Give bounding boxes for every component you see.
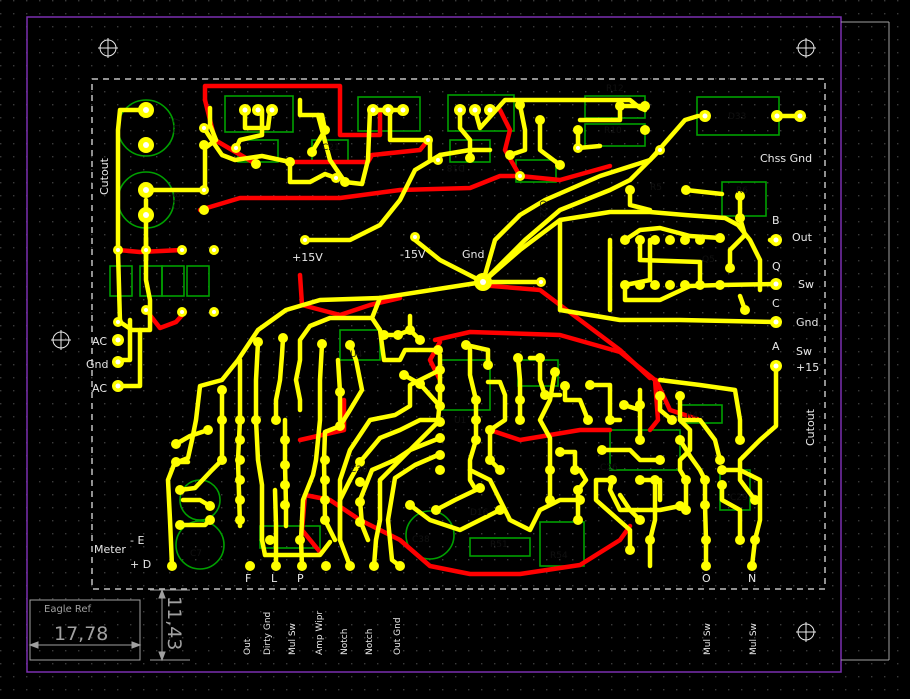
ref-designator: C22: [537, 200, 547, 218]
label-a: A: [772, 340, 780, 353]
ref-designator: C29: [730, 493, 748, 503]
ref-designator: C30: [350, 465, 368, 475]
ref-designator: C21: [322, 143, 340, 153]
drill-holes: [115, 107, 803, 389]
ref-designator: C7: [190, 549, 202, 559]
connector-label: Out Gnd: [393, 617, 403, 655]
ref-designator: R12: [606, 84, 624, 94]
label-bottom-n: N: [748, 572, 756, 585]
label-plus15v: +15V: [292, 251, 323, 264]
dimension-annotations: [28, 588, 190, 662]
bottom-connector-labels: Out Dirty Gnd Mul Sw Amp Wipr Notch Notch Out …: [243, 611, 403, 655]
label-c: C: [772, 297, 780, 310]
label-bottom-p: P: [297, 572, 304, 585]
label-gnd-left: Gnd: [86, 358, 108, 371]
label-q: Q: [772, 260, 781, 273]
mounting-hole-icon: [98, 38, 118, 58]
silkscreen-labels: Cutout Cutout Chss Gnd +15V -15V Gnd AC …: [86, 152, 819, 585]
label-bottom-l: L: [271, 572, 278, 585]
label-chassis-gnd: Chss Gnd: [760, 152, 812, 165]
connector-label: Dirty Gnd: [263, 612, 273, 655]
ref-designator: C18: [173, 192, 183, 210]
ref-designator: R51: [490, 540, 508, 550]
label-ac-top: AC: [92, 335, 107, 348]
label-meter: Meter: [94, 543, 126, 556]
label-b: B: [772, 214, 780, 227]
label-dim-vertical: 11,43: [163, 596, 185, 650]
ref-designator: Q5: [702, 255, 715, 265]
label-gnd-center: Gnd: [462, 248, 484, 261]
board-outline: [26, 16, 842, 673]
ref-designator: D33: [728, 112, 746, 122]
connector-label: Notch: [340, 629, 350, 655]
connector-label: Mul Sw: [749, 623, 759, 655]
keepout-area: [91, 78, 826, 590]
connector-label: Amp Wipr: [315, 611, 325, 655]
ref-designator: R10: [604, 126, 622, 136]
label-bottom-o: O: [702, 572, 711, 585]
connector-label: Out: [243, 638, 253, 655]
ref-designator: C26: [600, 463, 618, 473]
mounting-hole-icon: [51, 330, 71, 350]
bottom-layer-traces: [115, 97, 803, 569]
mounting-hole-icon: [796, 38, 816, 58]
label-meter-minus: - E: [130, 534, 144, 547]
label-meter-plus: + D: [130, 558, 151, 571]
ref-designator: C17: [173, 117, 183, 135]
mounting-hole-icon: [796, 622, 816, 642]
ref-designator: C38: [412, 535, 430, 545]
label-eagle-ref: Eagle Ref: [44, 604, 92, 615]
ref-designator: R6: [736, 186, 748, 196]
label-gnd-right: Gnd: [796, 316, 818, 329]
dimension-text: Eagle Ref 17,78 11,43: [44, 596, 185, 650]
bottom-right-connector-labels: Mul Sw Mul Sw: [703, 623, 759, 655]
label-bottom-f: F: [245, 572, 251, 585]
label-cutout-left: Cutout: [98, 157, 111, 195]
ref-designator: R41: [686, 411, 704, 421]
label-out: Out: [792, 231, 813, 244]
ref-designator: D16: [470, 508, 489, 518]
connector-label: Mul Sw: [703, 623, 713, 655]
label-dim-horizontal: 17,78: [54, 623, 108, 645]
mounting-holes: [51, 38, 816, 642]
label-cutout-right: Cutout: [804, 408, 817, 446]
label-plus15: +15: [796, 361, 819, 374]
connector-label: Mul Sw: [288, 623, 298, 655]
label-sw2: Sw: [796, 345, 812, 358]
ref-designator: U1: [454, 416, 466, 426]
ref-designator: D18: [446, 162, 465, 172]
connector-label: Notch: [365, 629, 375, 655]
label-minus15v: -15V: [400, 248, 426, 261]
ref-designator: R54: [550, 551, 568, 561]
ref-designator: U4: [350, 350, 363, 360]
ref-designator: R5: [650, 183, 662, 193]
label-sw1: Sw: [798, 278, 814, 291]
label-ac-bottom: AC: [92, 382, 107, 395]
